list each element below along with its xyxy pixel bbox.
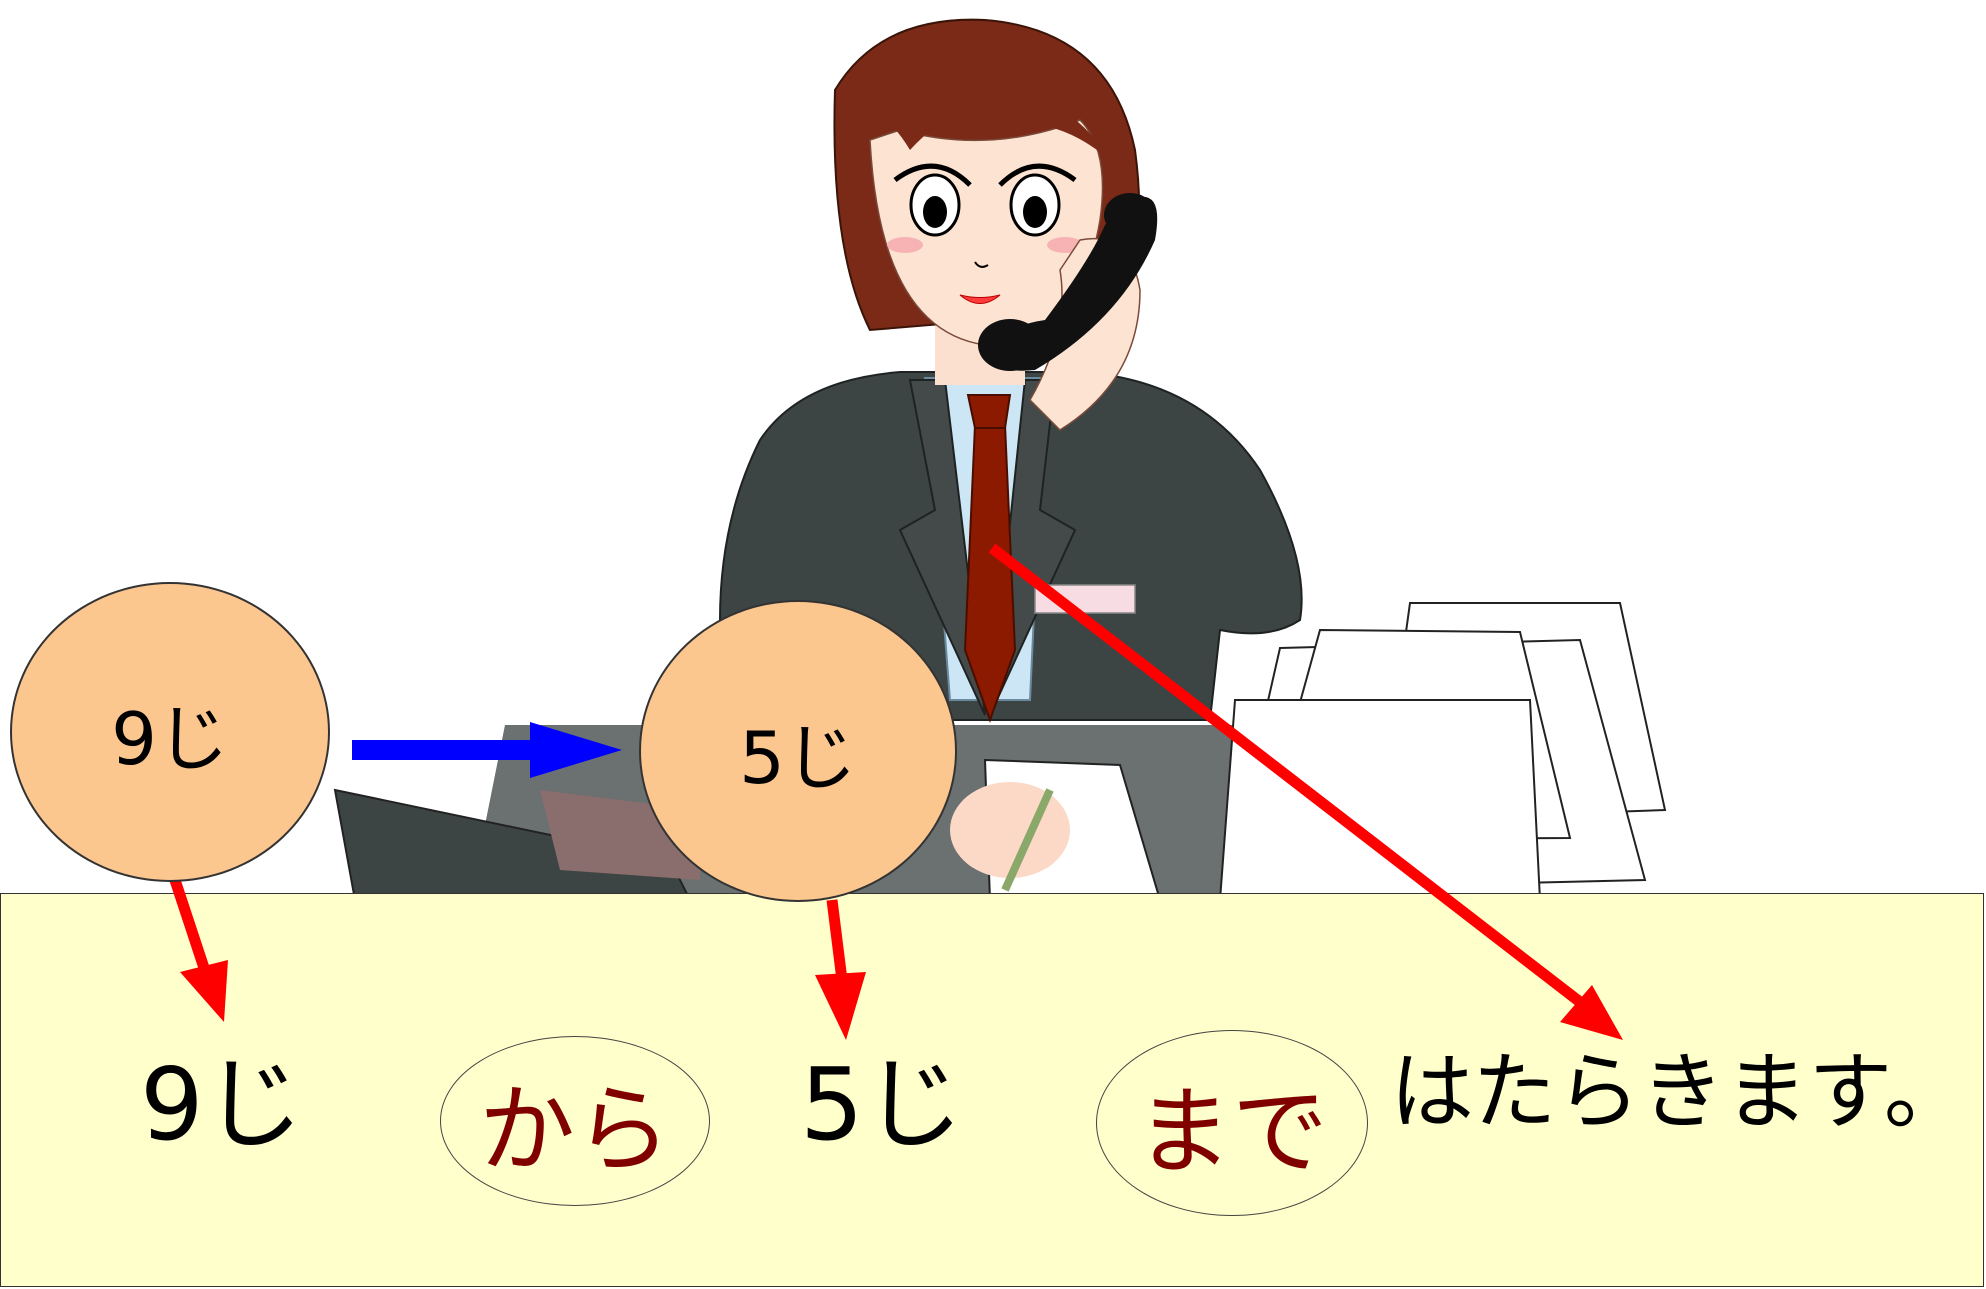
particle-until-label: まで [1136,1054,1328,1193]
start-time-circle-label: 9じ [111,680,229,785]
sentence-end-time: 5じ [800,1055,964,1155]
sentence-start-time: 9じ [140,1055,304,1155]
particle-from-label: から [479,1052,671,1191]
start-time-circle: 9じ [10,582,330,882]
end-time-circle: 5じ [639,600,957,902]
down-arrow-icon [175,880,228,1022]
end-time-circle-label: 5じ [739,699,857,804]
diagonal-arrow-icon [992,548,1623,1040]
particle-until: まで [1096,1030,1368,1216]
down-arrow-icon [815,900,866,1040]
particle-from: から [440,1036,710,1206]
sentence-verb: はたらきます。 [1390,1050,1968,1134]
right-arrow-icon [352,722,622,778]
